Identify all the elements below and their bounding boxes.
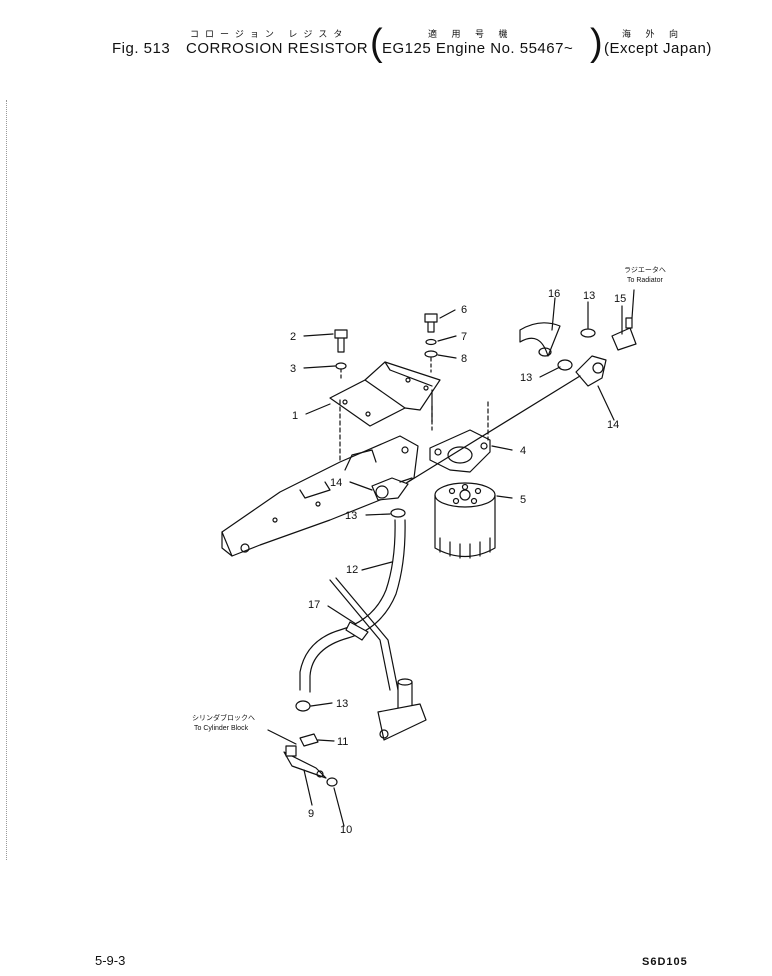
callout-6: 6 [461, 304, 467, 316]
title-japanese: コロージョン レジスタ [190, 29, 349, 39]
applicable-japanese: 適 用 号 機 [428, 29, 514, 39]
callout-3: 3 [290, 363, 296, 375]
callout-13-a: 13 [345, 510, 357, 522]
callout-17: 17 [308, 599, 320, 611]
region-label: (Except Japan) [604, 40, 712, 57]
open-bracket: ( [370, 22, 383, 64]
note-to-block-jp: シリンダブロックへ [192, 713, 255, 722]
callout-1: 1 [292, 410, 298, 422]
valve-body-part [377, 678, 427, 741]
plug-part-10 [326, 777, 338, 787]
scan-edge-mark [6, 100, 8, 860]
page-number: 5-9-3 [95, 953, 126, 968]
callout-16: 16 [548, 288, 560, 300]
callout-12: 12 [346, 564, 358, 576]
callout-13-c: 13 [583, 290, 595, 302]
callout-8: 8 [461, 353, 467, 365]
note-to-radiator: To Radiator [627, 277, 663, 284]
callout-14-a: 14 [330, 477, 342, 489]
clip-part-13-c [580, 328, 596, 338]
figure-number: Fig. 513 [112, 40, 171, 57]
callout-14-b: 14 [607, 419, 619, 431]
callout-7: 7 [461, 331, 467, 343]
clip-part-13-d [557, 359, 573, 371]
connector-part-14-lower [371, 477, 413, 501]
callout-5: 5 [520, 494, 526, 506]
applicable-engine: EG125 Engine No. 55467~ [382, 40, 574, 57]
note-to-radiator-jp: ラジエータへ [624, 265, 666, 274]
callout-11: 11 [337, 736, 348, 748]
connector-part-14-upper [575, 355, 607, 387]
note-to-block: To Cylinder Block [194, 725, 249, 732]
callout-10: 10 [340, 824, 352, 836]
close-bracket: ) [590, 22, 603, 64]
clip-part-13-a [390, 508, 406, 518]
valve-part-15 [611, 317, 637, 351]
hose-part-16 [519, 322, 561, 357]
clip-part-13-b [295, 700, 311, 712]
callout-13-d: 13 [520, 372, 532, 384]
bolt-part-2 [334, 329, 348, 381]
hose-part-12 [299, 519, 406, 693]
callout-13-b: 13 [336, 698, 348, 710]
fitting-part-11 [299, 733, 319, 747]
figure-title: CORROSION RESISTOR [186, 40, 369, 57]
drawing-code: S6D105 [642, 956, 688, 968]
callout-9: 9 [308, 808, 314, 820]
callout-15: 15 [614, 293, 626, 305]
region-japanese: 海 外 向 [622, 29, 685, 39]
adapter-part-9 [283, 745, 327, 779]
resistor-element-part [434, 482, 496, 559]
callout-4: 4 [520, 445, 526, 457]
bolt-part-6 [424, 313, 438, 373]
callout-2: 2 [290, 331, 296, 343]
